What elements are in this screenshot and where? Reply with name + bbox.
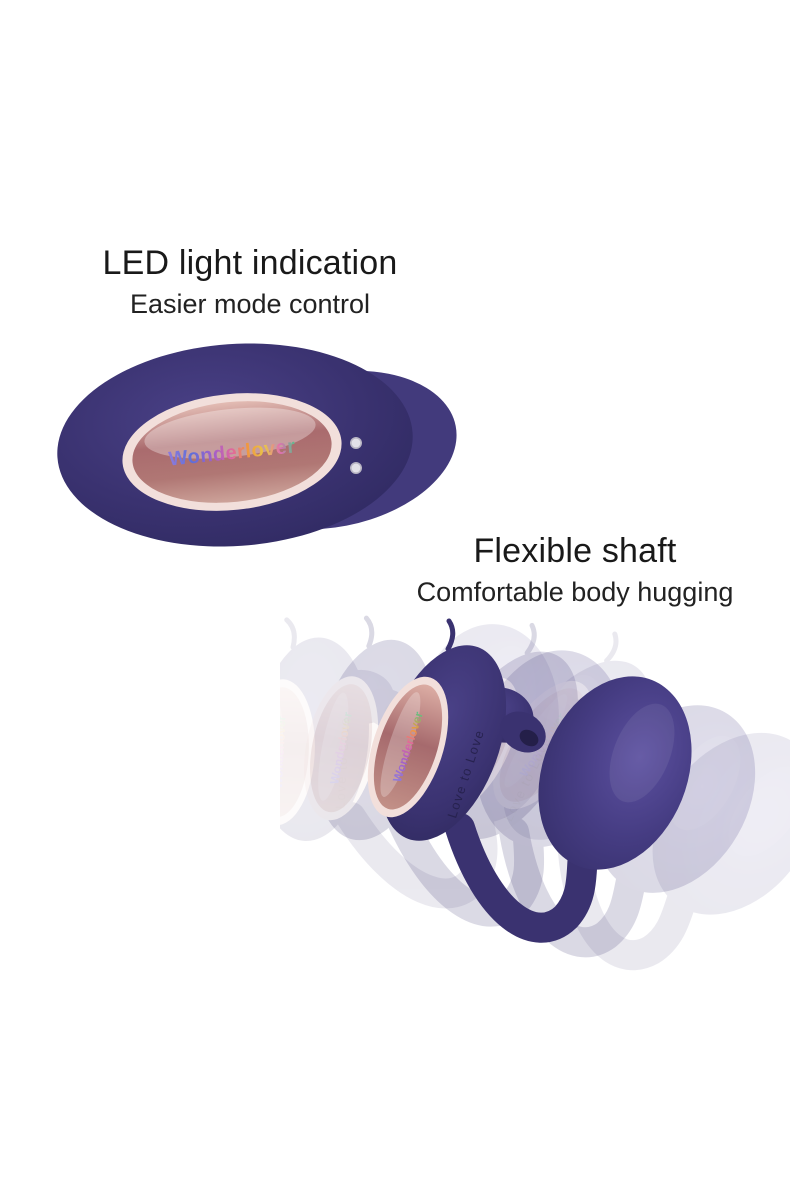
shaft-feature-subtitle: Comfortable body hugging: [416, 577, 734, 608]
led-feature-heading: LED light indication Easier mode control: [30, 244, 470, 320]
shaft-feature-heading: Flexible shaft Comfortable body hugging: [370, 532, 780, 608]
led-feature-subtitle: Easier mode control: [129, 289, 371, 320]
panel-highlight: [144, 407, 316, 459]
led-dot: [351, 463, 361, 473]
led-display-panel: Wonderlover: [122, 393, 342, 511]
device-side-view: Wonderlover Love to Love: [280, 615, 790, 985]
shaft-feature-title: Flexible shaft: [473, 532, 677, 570]
mode-led-dots: [350, 437, 362, 474]
led-dot: [351, 438, 361, 448]
led-feature-title: LED light indication: [102, 244, 398, 282]
device-top-view: Wonderlover: [57, 343, 457, 547]
